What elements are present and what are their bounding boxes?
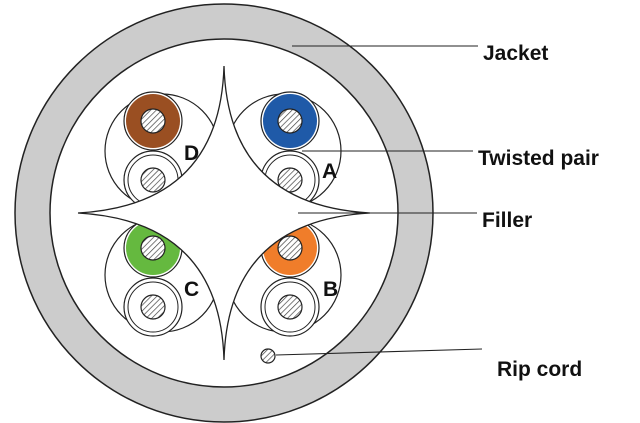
- pair-d-white-wire-core: [140, 167, 166, 193]
- pair-a-colored-wire-core: [277, 108, 303, 134]
- twisted-pair-d: [104, 91, 220, 210]
- rip-cord-leader-line: [275, 348, 483, 356]
- pair-d-colored-wire-core: [140, 108, 166, 134]
- pair-c-white-wire-core: [140, 294, 166, 320]
- pair-b-colored-wire-core: [277, 235, 303, 261]
- filler-label: Filler: [482, 209, 532, 232]
- twisted-pair-label: Twisted pair: [478, 147, 599, 170]
- pair-c-colored-wire-core: [140, 235, 166, 261]
- pair-label-a: A: [322, 160, 337, 183]
- pair-label-b: B: [323, 278, 338, 301]
- pair-b-white-wire-core: [277, 294, 303, 320]
- jacket-label: Jacket: [483, 42, 548, 65]
- cross-filler: [77, 65, 371, 361]
- pair-label-d: D: [184, 142, 199, 165]
- rip-cord: [260, 348, 276, 364]
- pair-label-c: C: [184, 278, 199, 301]
- rip-cord-label: Rip cord: [497, 358, 582, 381]
